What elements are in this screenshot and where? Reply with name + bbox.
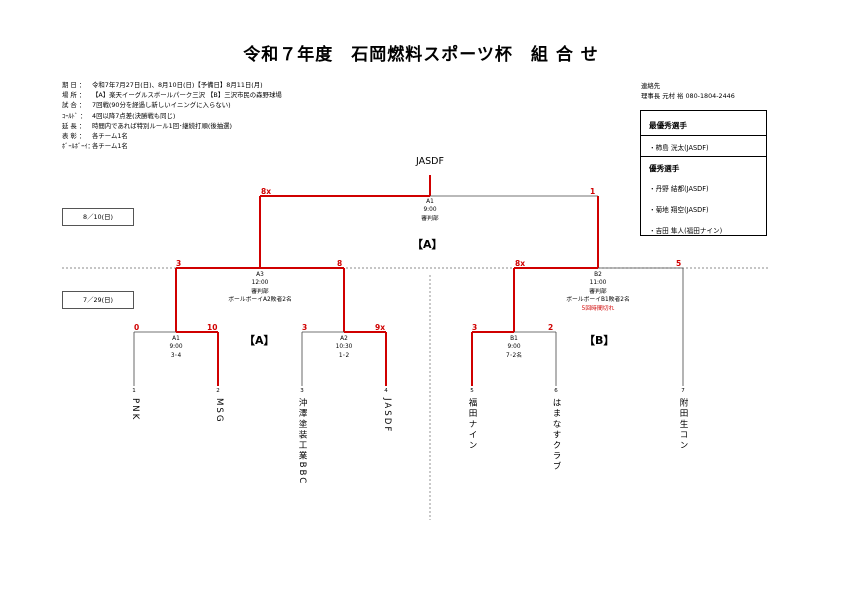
- b2-score-right: 5: [676, 259, 682, 268]
- pool-a-label: 【A】: [244, 334, 275, 347]
- b1-game-info: B1 9:00 7･2名: [505, 336, 523, 359]
- excellent-heading: 優秀選手: [649, 164, 680, 173]
- team-number: 2: [216, 388, 220, 394]
- a2-score-right: 9x: [375, 323, 386, 332]
- info-award: 表 彰 ：各チーム1名: [62, 132, 128, 141]
- award-box: 最優秀選手 ・柿島 洸太(JASDF) 優秀選手 ・丹野 結都(JASDF) ・…: [640, 110, 767, 236]
- b2-note: 5回時間切れ: [581, 305, 615, 312]
- final-score-left: 8x: [261, 187, 272, 196]
- team-number: 5: [470, 388, 474, 394]
- date-first-round: 7／29(日): [62, 291, 134, 309]
- info-date: 期 日 ：令和7年7月27日(日)、8月10日(日)【予備日】8月11日(月): [62, 81, 263, 89]
- final-score-right: 1: [590, 187, 596, 196]
- a1-score-right: 10: [207, 323, 218, 332]
- a3-game-info: A3 12:00 審判部 ボールボーイA2敗者2名: [228, 272, 292, 304]
- mvp-heading: 最優秀選手: [649, 121, 687, 130]
- excellent-player: ・菊地 翔空(JASDF): [649, 206, 709, 214]
- team-name: 福田ナイン: [467, 398, 477, 451]
- info-called: ｺｰﾙﾄﾞ ：4回以降7点差(決勝戦も同じ): [62, 111, 176, 120]
- b1-score-right: 2: [548, 323, 554, 332]
- team-name: PNK: [130, 398, 140, 422]
- b2-game-info: B2 11:00 審判部 ボールボーイB1敗者2名 5回時間切れ: [548, 271, 648, 313]
- info-game: 試 合 ：7回戦(90分を経過し新しいイニングに入らない): [62, 101, 231, 110]
- team-name: 附田生コン: [678, 398, 688, 451]
- mvp-player: ・柿島 洸太(JASDF): [649, 144, 709, 152]
- team-name: 沖澤塗装工業BBC: [297, 398, 307, 486]
- team-name: MSG: [214, 398, 224, 424]
- champion-label: JASDF: [416, 156, 444, 167]
- a3-score-right: 8: [337, 259, 343, 268]
- event-info: 期 日 ：令和7年7月27日(日)、8月10日(日)【予備日】8月11日(月) …: [62, 80, 282, 151]
- info-venue: 場 所 ：【A】楽天イーグルスボールパーク三沢 【B】三沢市民の森野球場: [62, 91, 282, 100]
- info-ballboy: ﾎﾞｰﾙﾎﾞｰｲ：各チーム1名: [62, 142, 128, 151]
- a3-score-left: 3: [176, 259, 182, 268]
- final-game-info: A1 9:00 審判部: [421, 199, 439, 222]
- page-title: 令和７年度 石岡燃料スポーツ杯 組 合 せ: [243, 45, 599, 65]
- date-final: 8／10(日): [62, 208, 134, 226]
- team-number: 3: [300, 388, 304, 394]
- team-number: 4: [384, 388, 388, 394]
- a1-score-left: 0: [134, 323, 140, 332]
- final-venue-label: 【A】: [412, 238, 443, 251]
- team-number: 7: [681, 388, 685, 394]
- pool-b-label: 【B】: [584, 334, 615, 347]
- a2-score-left: 3: [302, 323, 308, 332]
- b2-score-left: 8x: [515, 259, 526, 268]
- contact-info: 連絡先 理事長 元村 裕 080-1804-2446: [641, 81, 735, 101]
- award-divider: [641, 135, 766, 136]
- award-divider: [641, 156, 766, 157]
- contact-value: 理事長 元村 裕 080-1804-2446: [641, 92, 735, 100]
- team-number: 6: [554, 388, 558, 394]
- contact-label: 連絡先: [641, 82, 661, 90]
- team-name: JASDF: [382, 398, 392, 434]
- team-name: はまなすクラブ: [551, 398, 561, 473]
- team-number: 1: [132, 388, 136, 394]
- excellent-player: ・丹野 結都(JASDF): [649, 185, 709, 193]
- b1-score-left: 3: [472, 323, 478, 332]
- a2-game-info: A2 10:30 1･2: [335, 336, 353, 359]
- a1-game-info: A1 9:00 3･4: [169, 336, 183, 359]
- info-extra: 延 長 ：時間内であれば特別ルール1回･継続打順(後抽選): [62, 121, 232, 130]
- excellent-player: ・吉田 隼人(福田ナイン): [649, 227, 723, 235]
